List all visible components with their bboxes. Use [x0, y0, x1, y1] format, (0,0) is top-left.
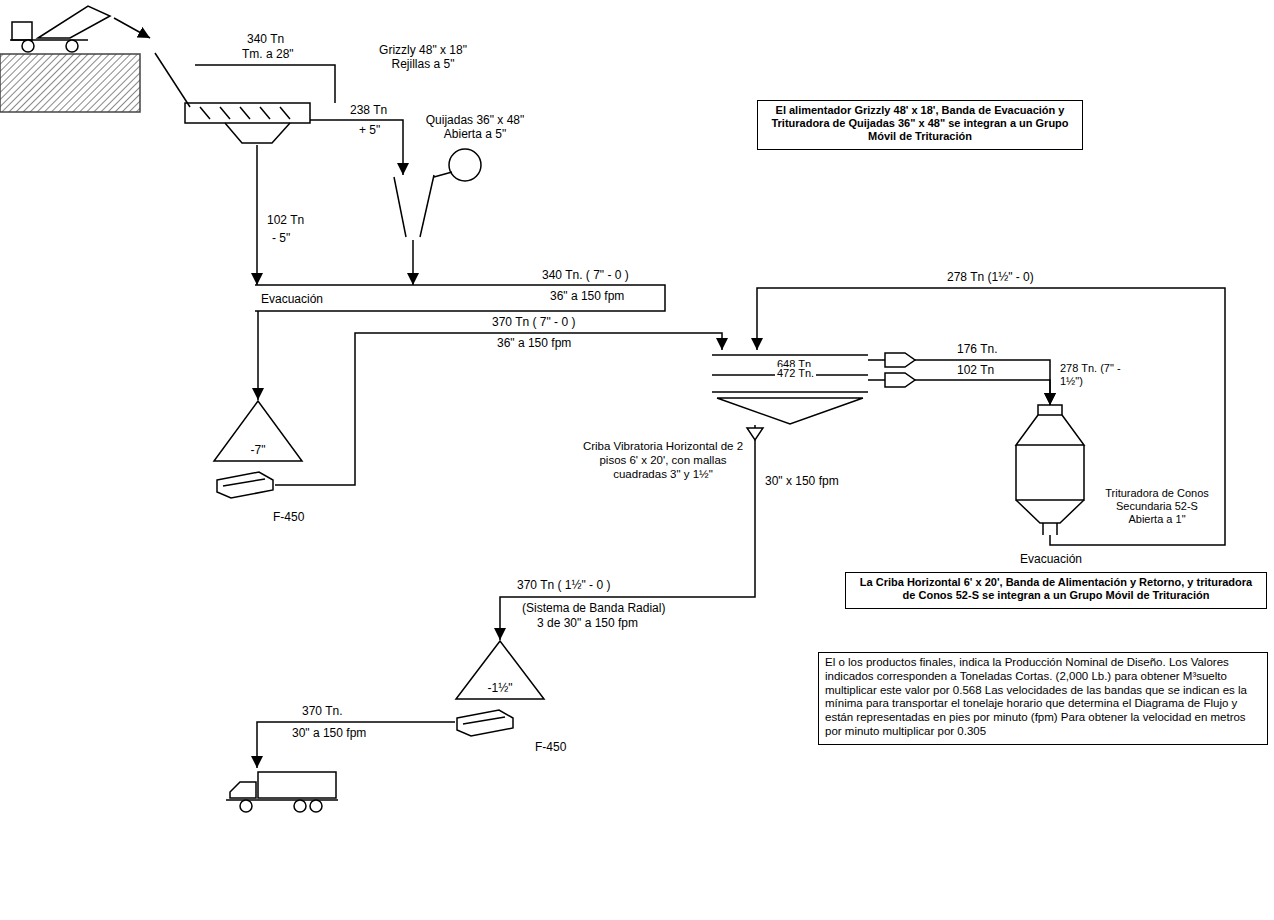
- flow-label: 472 Tn.: [775, 367, 816, 380]
- flow-label: Tm. a 28": [240, 48, 296, 62]
- note-box: El o los productos finales, indica la Pr…: [818, 652, 1268, 745]
- grizzly-stroke: [185, 103, 310, 123]
- flow-label: 370 Tn ( 1½" - 0 ): [515, 579, 612, 593]
- flow-connector: [868, 380, 1050, 405]
- stockpile: -7": [213, 400, 303, 462]
- node-text: Trituradora de Conos Secundaria 52-S Abi…: [1098, 487, 1216, 527]
- stockpile: -1½": [455, 640, 545, 700]
- edge-label: 30" x 150 fpm: [763, 475, 841, 489]
- jaw-outline: [388, 175, 438, 240]
- apron-feeder: F-450: [215, 470, 275, 500]
- flow-label: 36" a 150 fpm: [548, 290, 626, 304]
- cone-stroke: [1043, 523, 1057, 535]
- haul-truck: [226, 772, 338, 812]
- grizzly-stroke: [225, 123, 290, 143]
- edge-label: 102 Tn: [265, 214, 306, 228]
- jaw-stroke: [420, 175, 434, 237]
- grizzly-stroke: [310, 119, 340, 121]
- screen-stroke: [717, 398, 863, 424]
- dump-arrow: [114, 18, 150, 38]
- flow-connector: [340, 120, 403, 175]
- node-text: Quijadas 36" x 48" Abierta a 5": [410, 113, 540, 142]
- node-text: -1½": [455, 681, 545, 695]
- cone-stroke: [1038, 405, 1062, 415]
- flow-label: 30" a 150 fpm: [290, 727, 368, 741]
- flow-label: 36" a 150 fpm: [495, 337, 573, 351]
- edge-label: 102 Tn: [955, 364, 996, 378]
- discharge-marker: [747, 428, 763, 440]
- cone-outline: [1010, 405, 1090, 535]
- deck-chute: [885, 353, 915, 367]
- node-text: Grizzly 48" x 18" Rejillas a 5": [362, 43, 484, 72]
- dump-truck: [10, 6, 110, 52]
- cone-stroke: [1016, 415, 1084, 445]
- node-text: Evacuación: [261, 292, 323, 306]
- feeder-stroke: [223, 479, 265, 486]
- product-conveyor: [257, 722, 455, 768]
- flow-label: 340 Tn. ( 7" - 0 ): [540, 269, 631, 283]
- feeder-outline: [215, 470, 275, 500]
- screen-stroke: [712, 354, 868, 356]
- node-text: -7": [213, 443, 303, 457]
- node-text: F-450: [535, 740, 566, 754]
- edge-label: 176 Tn.: [955, 343, 999, 357]
- cone-crusher: Trituradora de Conos Secundaria 52-S Abi…: [1010, 405, 1090, 535]
- ramp-wall: [0, 54, 140, 112]
- grizzly-stroke: [155, 53, 190, 107]
- edge-label: 370 Tn ( 7" - 0 ): [490, 316, 577, 330]
- cone-stroke: [1016, 500, 1084, 523]
- node-text: El alimentador Grizzly 48' x 18', Banda …: [764, 104, 1076, 144]
- flow-label: 278 Tn. (7" - 1½"): [1058, 362, 1134, 387]
- note-box: El alimentador Grizzly 48' x 18', Banda …: [757, 100, 1083, 150]
- flow-connector: [868, 360, 1050, 405]
- note-box: La Criba Horizontal 6' x 20', Banda de A…: [845, 572, 1267, 609]
- jaw-crusher: Quijadas 36" x 48" Abierta a 5": [388, 175, 438, 240]
- edge-label: 278 Tn (1½" - 0): [945, 271, 1036, 285]
- pile-stroke: [456, 641, 544, 699]
- grizzly-stroke: [200, 107, 290, 119]
- jaw-flywheel: [449, 149, 481, 181]
- flow-connector: [256, 145, 258, 285]
- flow-connector: [257, 311, 259, 400]
- flow-label: 370 Tn.: [300, 705, 344, 719]
- node-text: Criba Vibratoria Horizontal de 2 pisos 6…: [578, 440, 748, 481]
- cone-stroke: [1016, 445, 1084, 500]
- grizzly-stroke: [195, 65, 335, 103]
- feeder-stroke: [217, 472, 273, 498]
- band-stroke: [255, 285, 665, 311]
- flywheel-link: [434, 172, 452, 177]
- node-text: La Criba Horizontal 6' x 20', Banda de A…: [852, 576, 1260, 602]
- node-text: El o los productos finales, indica la Pr…: [825, 656, 1261, 739]
- feeder-stroke: [457, 710, 513, 736]
- deck-chute: [885, 373, 915, 387]
- flow-label: 340 Tn: [245, 33, 286, 47]
- flow-label: + 5": [357, 124, 382, 138]
- jaw-stroke: [394, 177, 406, 237]
- flow-connector: [757, 288, 1225, 545]
- feeder-outline: [455, 708, 517, 736]
- flow-label: (Sistema de Banda Radial): [520, 602, 667, 616]
- node-text: F-450: [273, 510, 304, 524]
- screen-stroke: [712, 391, 868, 393]
- pile-stroke: [214, 401, 302, 461]
- flow-label: 3 de 30" a 150 fpm: [535, 617, 640, 631]
- flow-label: - 5": [270, 232, 292, 246]
- flow-label: Evacuación: [1018, 553, 1084, 567]
- edge-label: 238 Tn: [348, 104, 389, 118]
- flow-connector: [500, 425, 755, 640]
- feeder-stroke: [463, 717, 505, 724]
- apron-feeder: F-450: [455, 708, 517, 736]
- flow-connector: [412, 240, 414, 285]
